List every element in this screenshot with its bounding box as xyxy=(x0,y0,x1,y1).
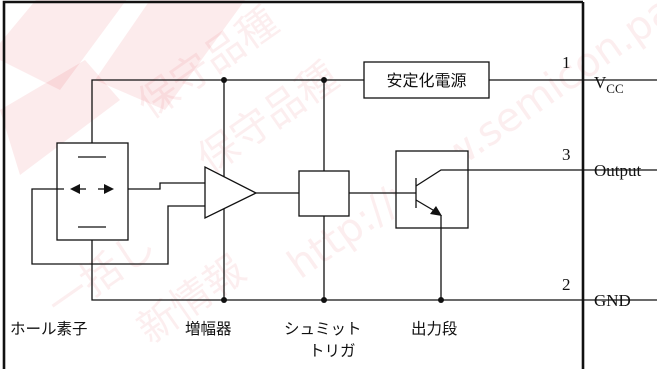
vcc-pin-subscript: CC xyxy=(606,81,623,96)
gnd-pin-name: GND xyxy=(594,291,631,310)
output-stage-label: 出力段 xyxy=(411,320,458,338)
vcc-pin-label: VCC xyxy=(594,73,624,96)
vcc-pin-number: 1 xyxy=(562,53,571,72)
watermark-stroke-2 xyxy=(95,0,245,110)
schmitt-trigger-box xyxy=(298,170,350,217)
hall-to-amp-minus xyxy=(31,188,205,265)
hall-element-label: ホール素子 xyxy=(10,320,88,338)
output-pin-number: 3 xyxy=(562,145,571,164)
transistor-emitter-arrow-icon xyxy=(430,206,442,216)
gnd-rail xyxy=(91,240,657,301)
amplifier-label: 増幅器 xyxy=(185,320,232,338)
junction-dot xyxy=(321,77,327,83)
junction-dot xyxy=(221,77,227,83)
junction-dot xyxy=(221,297,227,303)
gnd-pin-number: 2 xyxy=(562,275,571,294)
watermark-stroke-1 xyxy=(0,0,127,90)
schmitt-trigger-label-line2: トリガ xyxy=(309,342,356,360)
watermark-text-5: http://www.semicon.panas xyxy=(279,0,657,288)
hall-to-amp-plus xyxy=(128,182,205,190)
hall-element-box xyxy=(56,142,129,241)
hall-arrow-left-icon xyxy=(70,184,80,194)
transistor-collector-to-output xyxy=(415,169,657,187)
vcc-pin-name: V xyxy=(594,73,607,92)
schmitt-trigger-label-line1: シュミット xyxy=(284,320,362,338)
regulator-box xyxy=(363,61,490,99)
regulator-label: 安定化電源 xyxy=(386,71,466,90)
output-pin-name: Output xyxy=(594,161,642,180)
frame-top-left xyxy=(2,0,583,369)
amplifier-triangle-icon xyxy=(204,165,258,220)
output-stage-box xyxy=(395,150,469,229)
watermark-stroke-3 xyxy=(0,60,120,175)
vcc-rail xyxy=(91,79,364,143)
junction-dot xyxy=(438,297,444,303)
junction-dot xyxy=(321,297,327,303)
hall-arrow-right-icon xyxy=(104,184,114,194)
